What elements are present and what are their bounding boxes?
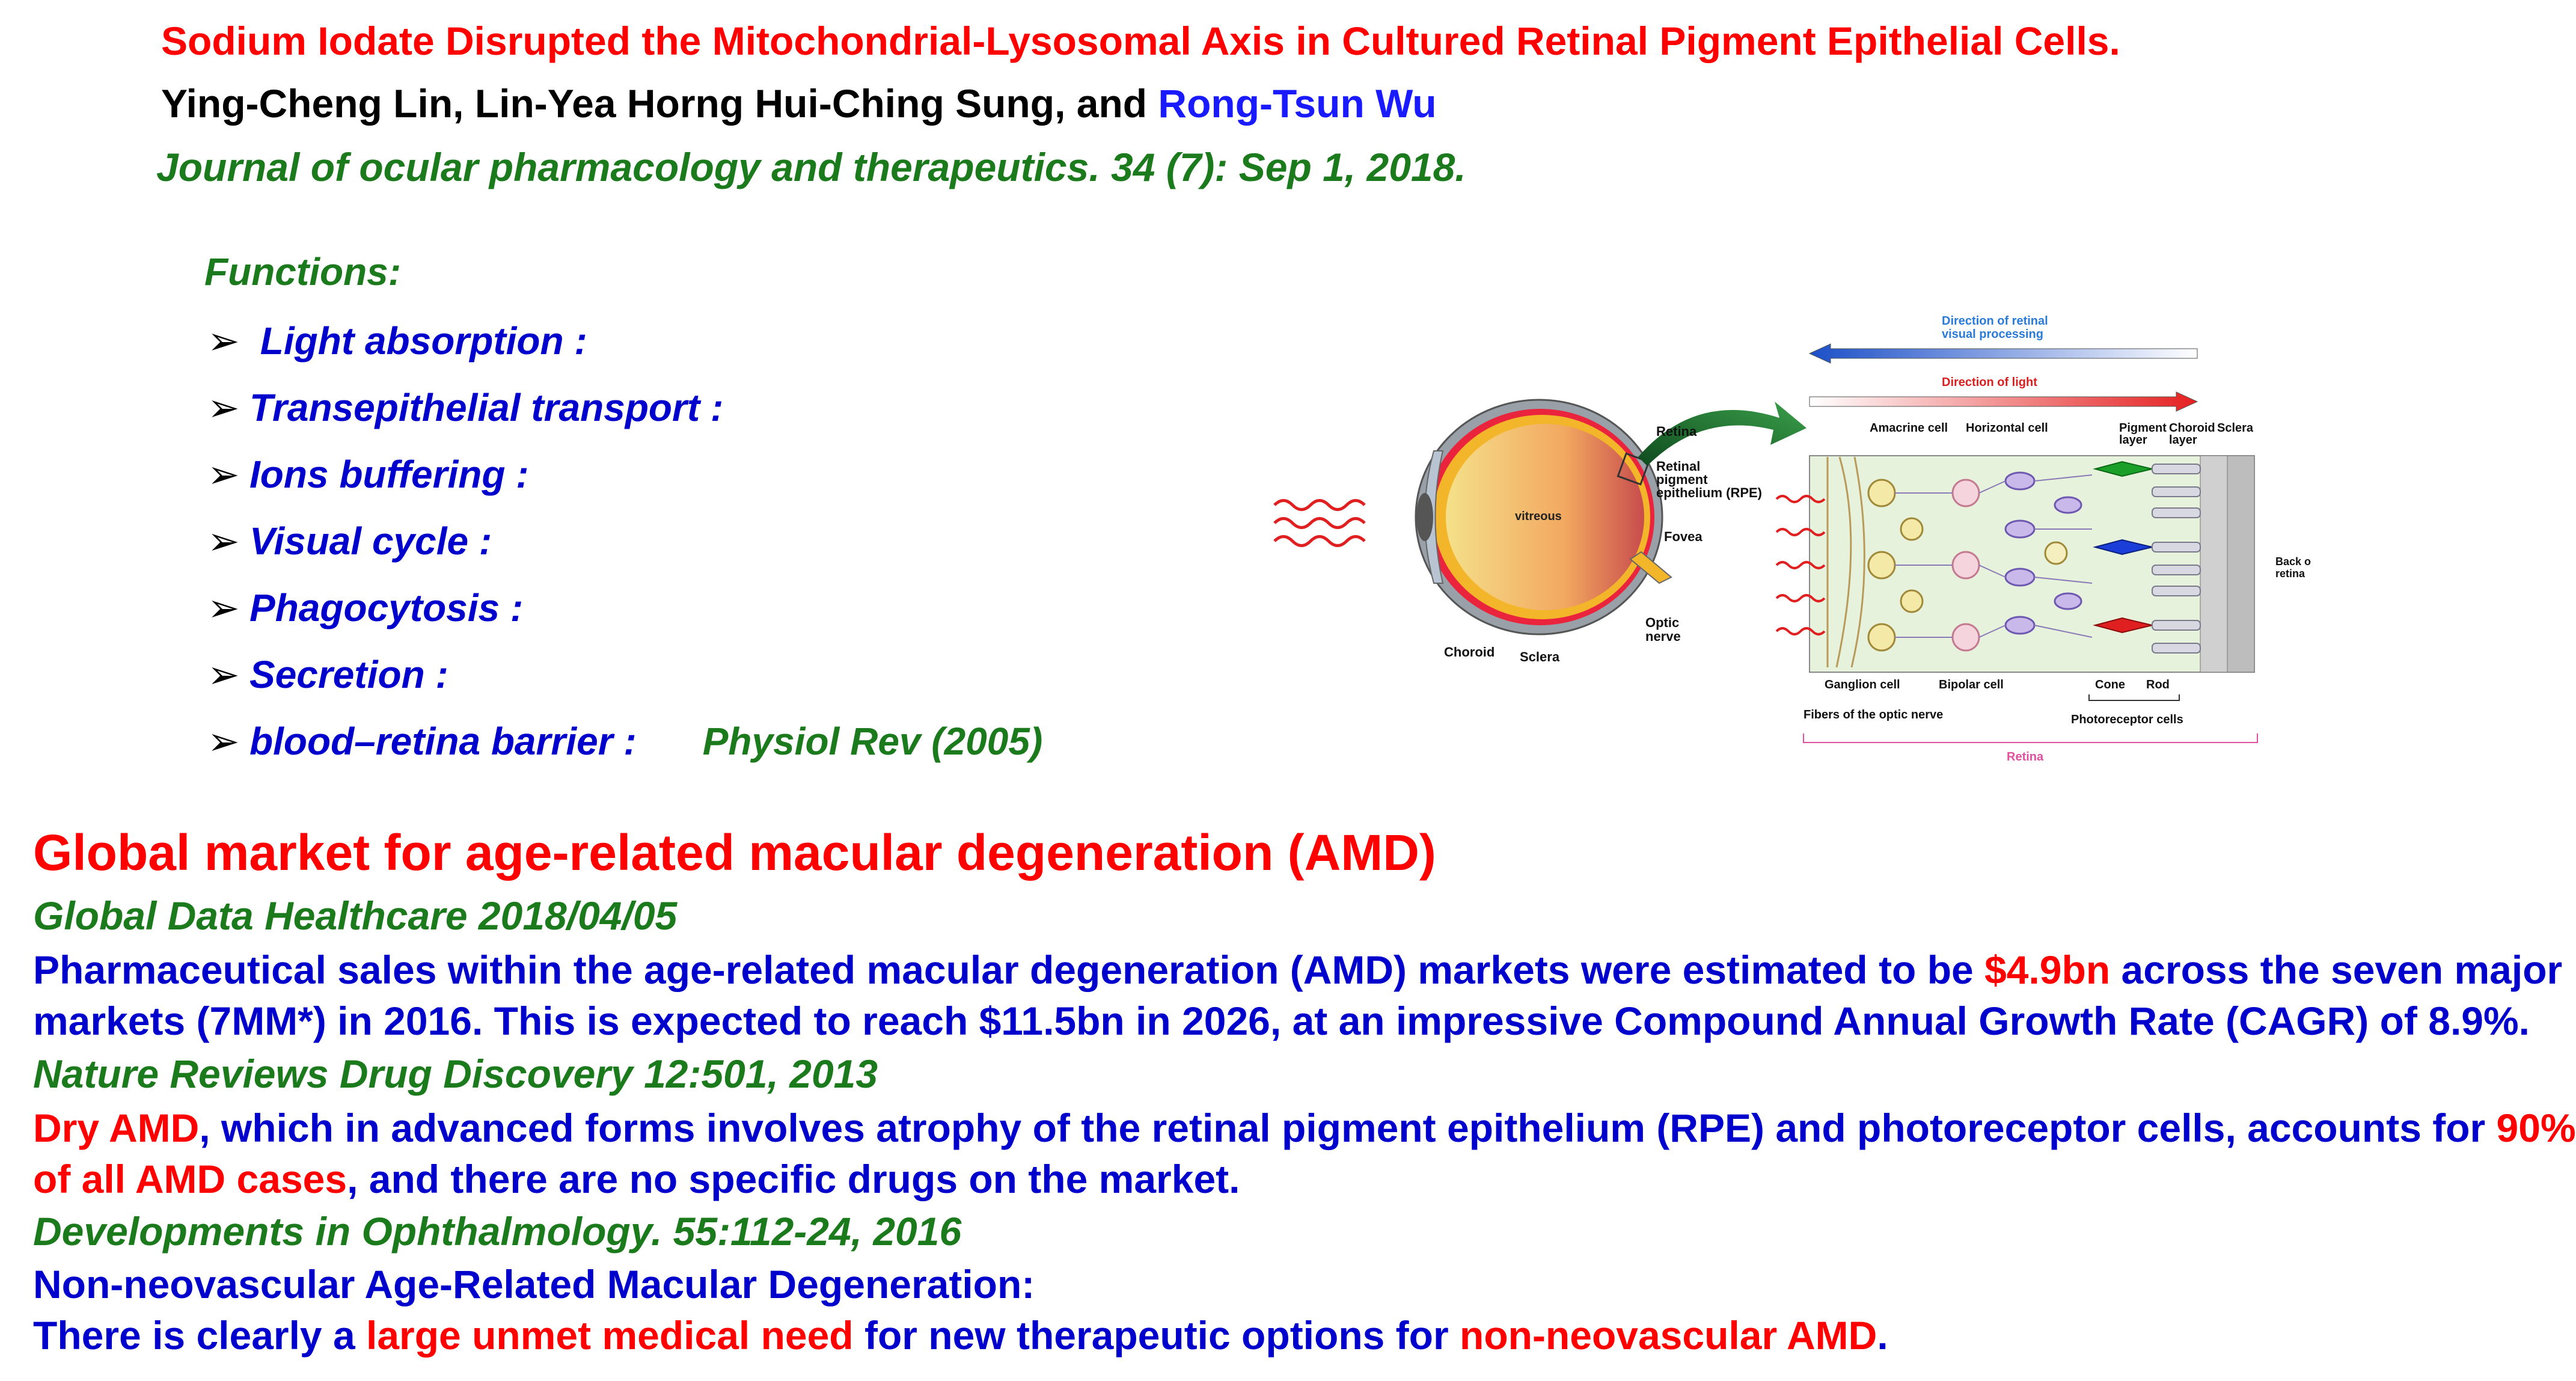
- label-choroid: Choroid: [1444, 645, 1495, 660]
- label-pigment-layer: layer: [2119, 433, 2147, 447]
- label-pigment-layer: Pigment: [2119, 421, 2167, 435]
- function-text: blood–retina barrier :: [249, 720, 637, 763]
- paper-authors: Ying-Cheng Lin, Lin-Yea Horng Hui-Ching …: [161, 81, 1437, 126]
- authors-main: Ying-Cheng Lin, Lin-Yea Horng Hui-Ching …: [161, 81, 1158, 126]
- eye-retina-figure: Retina Retinal pigment epithelium (RPE) …: [1273, 314, 2311, 764]
- label-rpe: Retinal: [1656, 459, 1700, 474]
- bullet-arrow-icon: ➢: [207, 386, 240, 429]
- highlight-span: non-neovascular AMD: [1460, 1313, 1877, 1358]
- label-horizontal: Horizontal cell: [1966, 421, 2048, 435]
- label-sclera-layer: Sclera: [2217, 421, 2254, 435]
- bullet-arrow-icon: ➢: [207, 319, 240, 363]
- retina-cross-section: [1775, 455, 2255, 673]
- bullet-arrow-icon: ➢: [207, 586, 240, 629]
- text-span: across the seven major: [2110, 948, 2563, 992]
- label-back-of-retina: Back o: [2275, 556, 2311, 568]
- paragraph-line: markets (7MM*) in 2016. This is expected…: [33, 999, 2530, 1043]
- label-amacrine: Amacrine cell: [1870, 421, 1948, 435]
- source-citation: Global Data Healthcare 2018/04/05: [33, 893, 678, 938]
- bullet-arrow-icon: ➢: [207, 519, 240, 563]
- text-span: , which in advanced forms involves atrop…: [199, 1106, 2497, 1150]
- text-span: for new therapeutic options for: [853, 1313, 1460, 1358]
- function-item: ➢Phagocytosis :: [207, 586, 523, 631]
- label-back-of-retina: retina: [2275, 568, 2305, 580]
- bullet-arrow-icon: ➢: [207, 653, 240, 696]
- label-vitreous: vitreous: [1515, 510, 1562, 523]
- bullet-arrow-icon: ➢: [207, 453, 240, 496]
- label-photoreceptor: Photoreceptor cells: [2071, 713, 2183, 726]
- paragraph-line: Dry AMD, which in advanced forms involve…: [33, 1105, 2576, 1151]
- processing-arrow-icon: [1808, 343, 2198, 364]
- highlight-span: large unmet medical need: [366, 1313, 854, 1358]
- function-text: Transepithelial transport :: [249, 386, 724, 429]
- text-span: .: [1877, 1313, 1888, 1358]
- label-rpe: epithelium (RPE): [1656, 485, 1762, 500]
- text-span: , and there are no specific drugs on the…: [347, 1157, 1240, 1201]
- label-rod: Rod: [2146, 678, 2170, 691]
- functions-reference: Physiol Rev (2005): [702, 720, 1043, 763]
- label-fovea: Fovea: [1664, 529, 1703, 544]
- label-direction-light: Direction of light: [1942, 376, 2037, 389]
- text-span: Pharmaceutical sales within the age-rela…: [33, 948, 1985, 992]
- label-direction-processing: visual processing: [1942, 328, 2043, 341]
- function-item: ➢Visual cycle :: [207, 519, 492, 564]
- paragraph-line: Non-neovascular Age-Related Macular Dege…: [33, 1262, 1035, 1306]
- label-sclera: Sclera: [1520, 649, 1560, 664]
- function-item: ➢Transepithelial transport :: [207, 385, 723, 430]
- paper-journal: Journal of ocular pharmacology and thera…: [156, 145, 1466, 189]
- label-choroid-layer: Choroid: [2169, 421, 2215, 435]
- bullet-arrow-icon: ➢: [207, 720, 240, 763]
- magnify-arrow-icon: [1638, 402, 1807, 466]
- author-highlight: Rong-Tsun Wu: [1158, 81, 1437, 126]
- function-text: Phagocytosis :: [249, 586, 524, 629]
- function-item: ➢Ions buffering :: [207, 452, 529, 497]
- label-rpe: pigment: [1656, 472, 1708, 487]
- highlight-span: Dry AMD: [33, 1106, 200, 1150]
- function-text: Visual cycle :: [249, 519, 492, 563]
- highlight-span: of all AMD cases: [33, 1157, 347, 1201]
- label-choroid-layer: layer: [2169, 433, 2197, 447]
- function-text: Ions buffering :: [249, 453, 529, 496]
- highlight-span: $4.9bn: [1984, 948, 2111, 992]
- label-direction-processing: Direction of retinal: [1942, 314, 2048, 328]
- label-optic-nerve: Optic: [1645, 615, 1679, 630]
- label-bipolar: Bipolar cell: [1939, 678, 2004, 691]
- function-text: Light absorption :: [249, 319, 587, 363]
- label-retina: Retina: [1656, 424, 1697, 439]
- eyeball-icon: [1415, 399, 1672, 635]
- label-retina-bracket: Retina: [2007, 750, 2044, 764]
- function-item: ➢Secretion :: [207, 652, 448, 697]
- label-optic-fibers: Fibers of the optic nerve: [1804, 708, 1943, 721]
- highlight-span: 90%: [2496, 1106, 2576, 1150]
- paragraph-line: of all AMD cases, and there are no speci…: [33, 1156, 1240, 1202]
- paragraph-line: Pharmaceutical sales within the age-rela…: [33, 947, 2562, 993]
- paper-title: Sodium Iodate Disrupted the Mitochondria…: [161, 19, 2120, 63]
- source-citation: Developments in Ophthalmology. 55:112-24…: [33, 1209, 962, 1254]
- source-citation: Nature Reviews Drug Discovery 12:501, 20…: [33, 1052, 878, 1096]
- text-span: There is clearly a: [33, 1313, 367, 1358]
- function-item: ➢blood–retina barrier : Physiol Rev (2005…: [207, 719, 1042, 764]
- function-item: ➢ Light absorption :: [207, 319, 587, 364]
- function-text: Secretion :: [249, 653, 448, 696]
- paragraph-line: There is clearly a large unmet medical n…: [33, 1312, 1888, 1358]
- market-title: Global market for age-related macular de…: [33, 824, 1436, 881]
- label-optic-nerve: nerve: [1645, 629, 1681, 644]
- label-cone: Cone: [2095, 678, 2125, 691]
- functions-label: Functions:: [204, 250, 402, 293]
- light-wave-icon: [1273, 499, 1366, 547]
- light-arrow-icon: [1809, 391, 2198, 412]
- label-ganglion: Ganglion cell: [1825, 678, 1900, 691]
